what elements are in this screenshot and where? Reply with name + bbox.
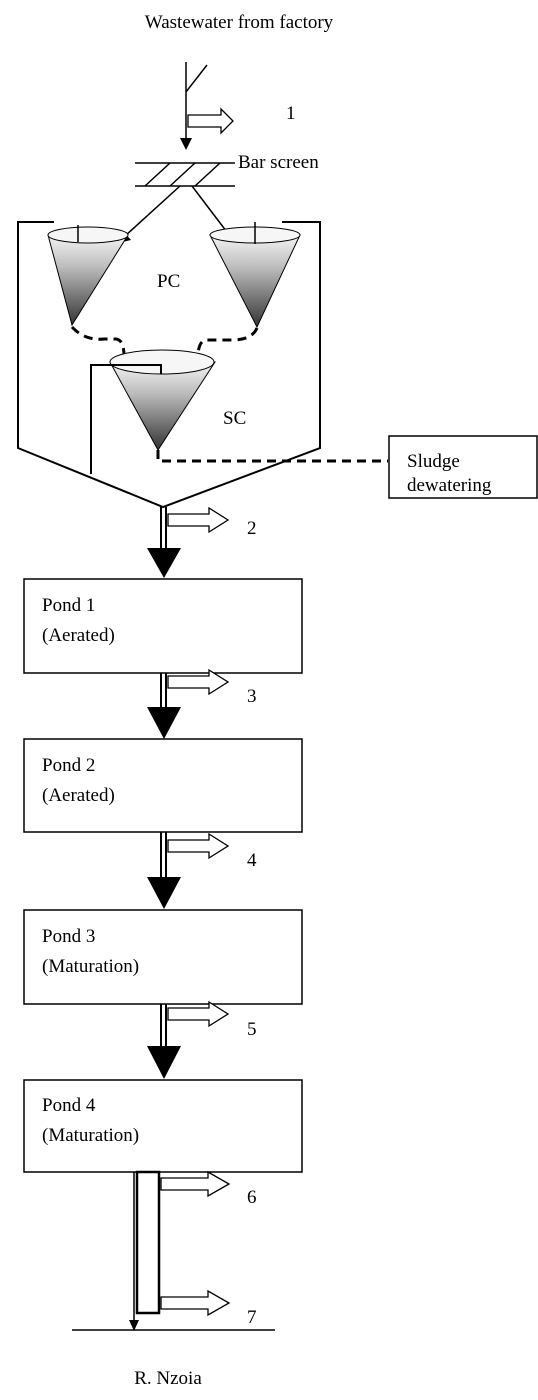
influent-label: Wastewater from factory	[145, 12, 334, 33]
sampling-point-5-label: 5	[247, 1019, 257, 1040]
pond-1-box	[23, 578, 303, 674]
sludge-dewatering-line1: Sludge	[407, 451, 460, 472]
bar-screen	[135, 162, 235, 187]
flow-arrow-to-pc-left	[124, 185, 181, 237]
pond-1-name: Pond 1	[42, 595, 95, 616]
sc-label: SC	[223, 408, 246, 429]
sludge-line-pc-right	[196, 327, 259, 359]
sludge-line-pc-left	[70, 325, 126, 357]
pond-4-type: (Maturation)	[42, 1125, 139, 1146]
sampling-point-7-arrow	[160, 1289, 231, 1317]
sc-inlet-pipe	[90, 364, 162, 474]
sampling-point-1-arrow	[187, 107, 234, 135]
sampling-point-3-label: 3	[247, 686, 257, 707]
pond-2-box	[23, 738, 303, 833]
sampling-point-1-label: 1	[286, 103, 296, 124]
discharge-arrowhead	[129, 1320, 139, 1331]
sampling-point-5-arrow	[167, 1000, 230, 1028]
secondary-clarifier	[109, 349, 216, 451]
arrowhead-to-pond2	[147, 707, 181, 739]
pond-3-box	[23, 909, 303, 1005]
pond-3-type: (Maturation)	[42, 956, 139, 977]
pond-1-type: (Aerated)	[42, 625, 115, 646]
sampling-point-3-arrow	[167, 668, 230, 696]
arrowhead-to-pond4	[147, 1046, 181, 1079]
receiving-water-label: R. Nzoia	[134, 1368, 202, 1389]
sampling-point-4-label: 4	[247, 850, 257, 871]
primary-clarifier-left	[47, 225, 129, 327]
pond-2-type: (Aerated)	[42, 785, 115, 806]
clarifier-enclosure	[17, 221, 321, 509]
sludge-dewatering-line2: dewatering	[407, 475, 492, 496]
bar-screen-label: Bar screen	[238, 152, 319, 173]
sampling-point-7-label: 7	[247, 1307, 257, 1328]
pond-3-name: Pond 3	[42, 926, 95, 947]
sampling-point-4-arrow	[167, 832, 230, 860]
pc-label: PC	[157, 271, 180, 292]
pond-2-name: Pond 2	[42, 755, 95, 776]
sludge-line-to-dewatering	[156, 450, 388, 463]
pond-4-box	[23, 1079, 303, 1173]
sampling-point-2-arrow	[167, 506, 230, 534]
sampling-point-2-label: 2	[247, 518, 257, 539]
arrowhead-to-pond3	[147, 877, 181, 909]
pond-4-name: Pond 4	[42, 1095, 96, 1116]
sampling-point-6-arrow	[160, 1170, 231, 1198]
influent-arrowhead	[180, 138, 192, 150]
arrowhead-to-pond1	[147, 548, 181, 578]
sampling-point-6-label: 6	[247, 1187, 257, 1208]
sludge-dewatering-box	[388, 435, 538, 499]
influent-inlet-symbol	[185, 62, 208, 140]
discharge-channel	[135, 1170, 161, 1315]
primary-clarifier-right	[209, 222, 301, 329]
